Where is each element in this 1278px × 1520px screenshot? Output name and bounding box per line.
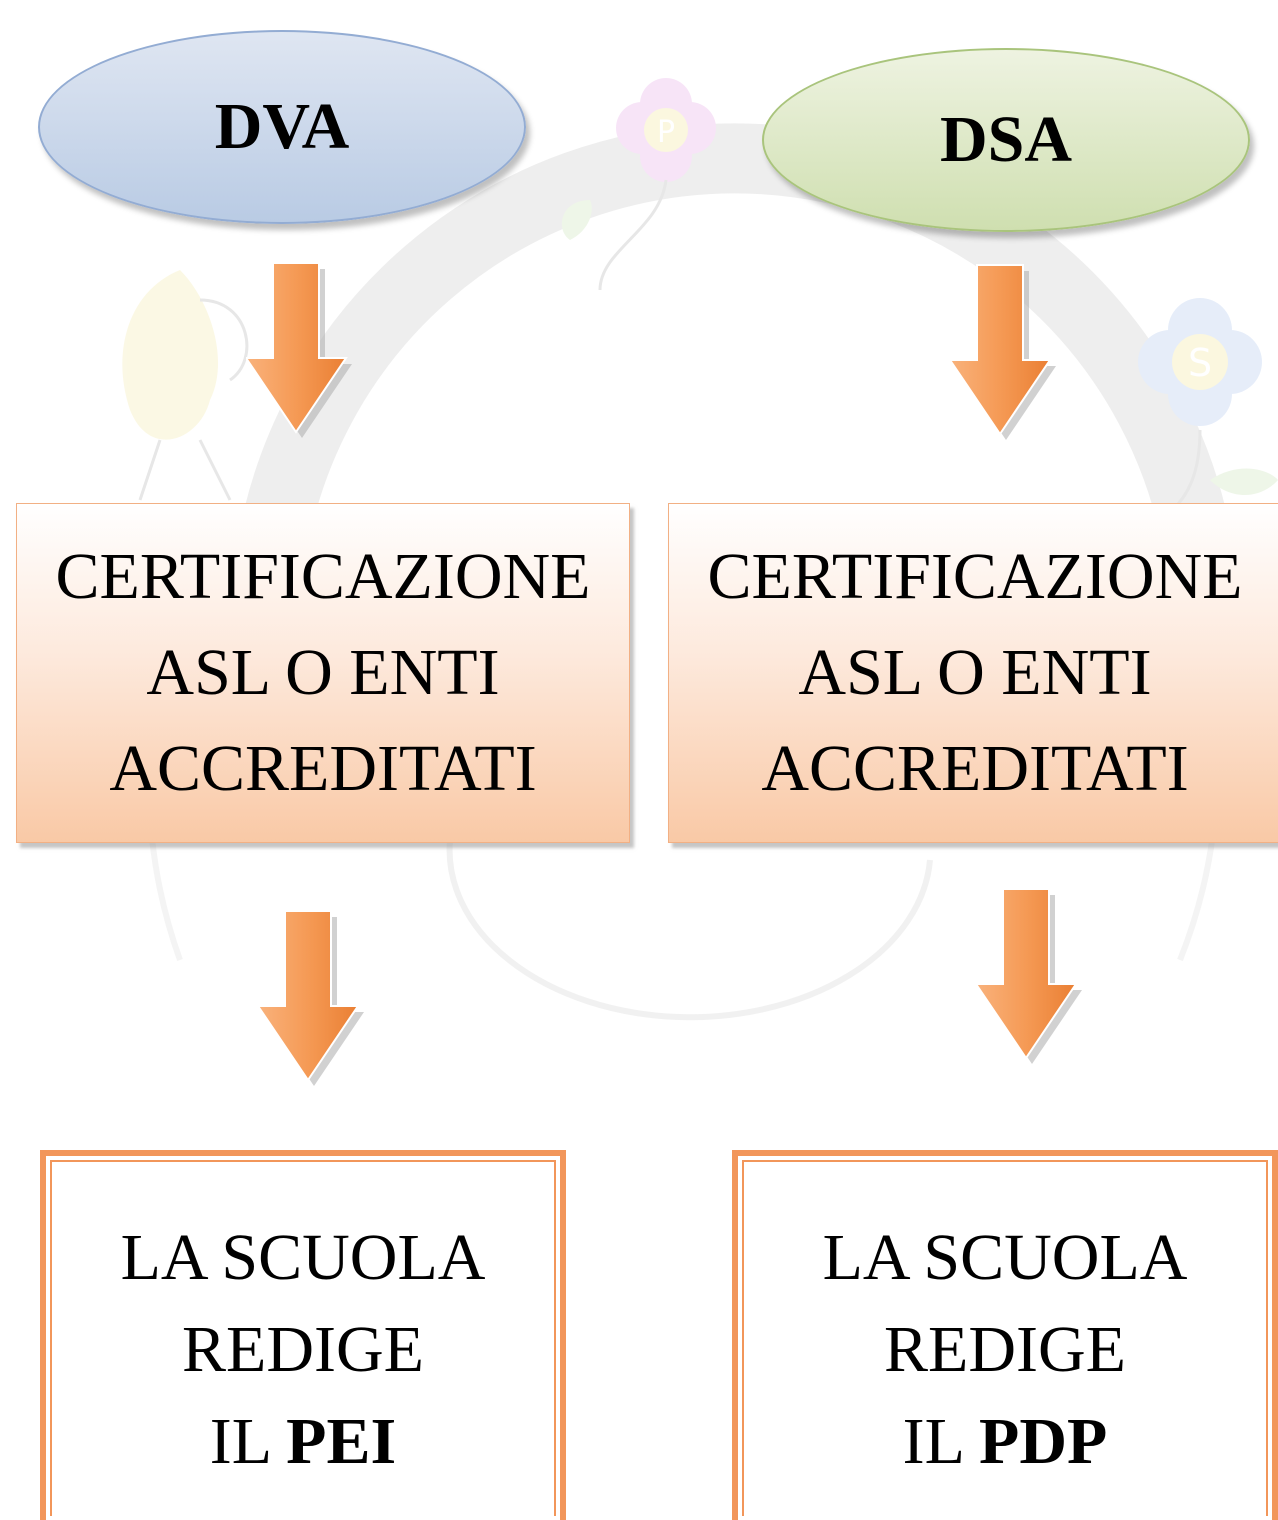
school-prefix: IL	[209, 1405, 270, 1478]
girl-figure-icon	[122, 270, 249, 501]
flower-s-icon: S	[1138, 298, 1278, 522]
school-line: REDIGE	[884, 1313, 1126, 1386]
school-box-inner: LA SCUOLA REDIGE IL PEI	[50, 1160, 556, 1516]
svg-text:P: P	[657, 115, 675, 150]
certification-line: ACCREDITATI	[109, 732, 537, 805]
school-line: REDIGE	[182, 1313, 424, 1386]
category-label-dsa: DSA	[939, 103, 1073, 176]
certification-box-dsa: CERTIFICAZIONE ASL O ENTI ACCREDITATI	[668, 503, 1278, 843]
school-document-line: IL PDP	[903, 1396, 1108, 1488]
certification-line: ASL O ENTI	[146, 636, 500, 709]
school-line: LA SCUOLA	[120, 1221, 486, 1294]
school-box-inner: LA SCUOLA REDIGE IL PDP	[742, 1160, 1268, 1516]
certification-line: CERTIFICAZIONE	[55, 540, 591, 613]
arrow-down-icon	[950, 264, 1056, 440]
flower-p-icon: P	[561, 78, 716, 291]
svg-text:S: S	[1188, 341, 1212, 385]
school-box-pdp: LA SCUOLA REDIGE IL PDP	[732, 1150, 1278, 1520]
category-label-dva: DVA	[214, 90, 350, 163]
document-name-pdp: PDP	[979, 1405, 1108, 1478]
school-document-line: IL PEI	[210, 1396, 396, 1488]
school-prefix: IL	[902, 1405, 963, 1478]
arrow-down-icon	[976, 888, 1082, 1064]
arrow-down-icon	[258, 910, 364, 1086]
school-line: LA SCUOLA	[822, 1221, 1188, 1294]
certification-line: CERTIFICAZIONE	[707, 540, 1243, 613]
certification-line: ASL O ENTI	[798, 636, 1152, 709]
category-ellipse-dsa: DSA	[762, 48, 1250, 232]
certification-box-dva: CERTIFICAZIONE ASL O ENTI ACCREDITATI	[16, 503, 630, 843]
arrow-down-icon	[246, 262, 352, 438]
certification-line: ACCREDITATI	[761, 732, 1189, 805]
document-name-pei: PEI	[286, 1405, 397, 1478]
school-box-pei: LA SCUOLA REDIGE IL PEI	[40, 1150, 566, 1520]
category-ellipse-dva: DVA	[38, 30, 526, 224]
